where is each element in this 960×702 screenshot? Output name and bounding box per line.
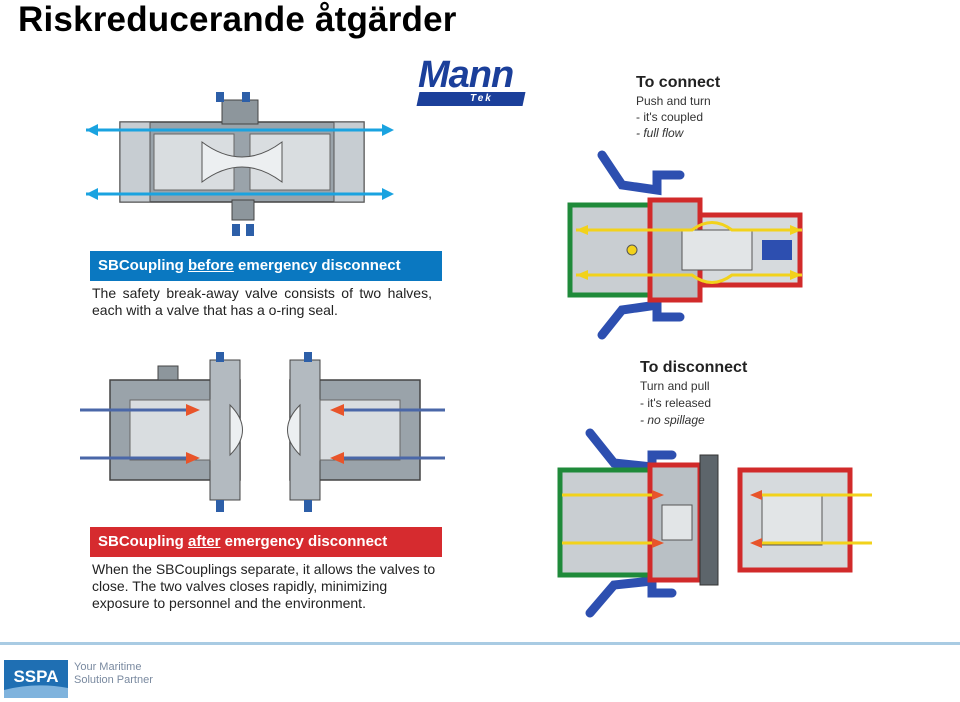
coupling-before-diagram (86, 92, 394, 236)
disconnect-line-3: - no spillage (640, 413, 705, 427)
disconnect-line-2: - it's released (640, 396, 711, 410)
banner-before-prefix: SBCoupling (98, 257, 188, 274)
before-description: The safety break-away valve consists of … (92, 285, 432, 318)
connect-line-1: Push and turn (636, 94, 711, 108)
banner-after-prefix: SBCoupling (98, 533, 188, 550)
logo-sub: Tek (470, 93, 493, 104)
connect-line-3: - full flow (636, 126, 684, 140)
coupling-after-diagram (80, 352, 445, 512)
banner-after-keyword: after (188, 533, 221, 550)
connect-diagram (567, 150, 803, 340)
connect-title: To connect (636, 74, 721, 91)
banner-after-suffix: emergency disconnect (220, 533, 388, 550)
tagline-line-2: Solution Partner (74, 674, 153, 686)
tagline-line-1: Your Maritime (74, 661, 142, 673)
banner-before-keyword: before (188, 257, 234, 274)
logo-word: Mann (418, 54, 514, 96)
footer-rule (0, 642, 960, 645)
disconnect-title: To disconnect (640, 359, 748, 376)
manntek-logo: Mann Tek (416, 54, 526, 108)
slide-title: Riskreducerande åtgärder (18, 0, 457, 39)
sspa-logo: SSPA (4, 660, 68, 698)
connect-line-2: - it's coupled (636, 110, 703, 124)
after-disconnect-banner: SBCoupling after emergency disconnect (90, 527, 442, 557)
disconnect-line-1: Turn and pull (640, 379, 710, 393)
disconnect-diagram (557, 428, 872, 618)
sspa-logo-text: SSPA (13, 667, 58, 686)
before-disconnect-banner: SBCoupling before emergency disconnect (90, 251, 442, 281)
banner-before-suffix: emergency disconnect (233, 257, 401, 274)
after-description: When the SBCouplings separate, it allows… (92, 561, 436, 611)
